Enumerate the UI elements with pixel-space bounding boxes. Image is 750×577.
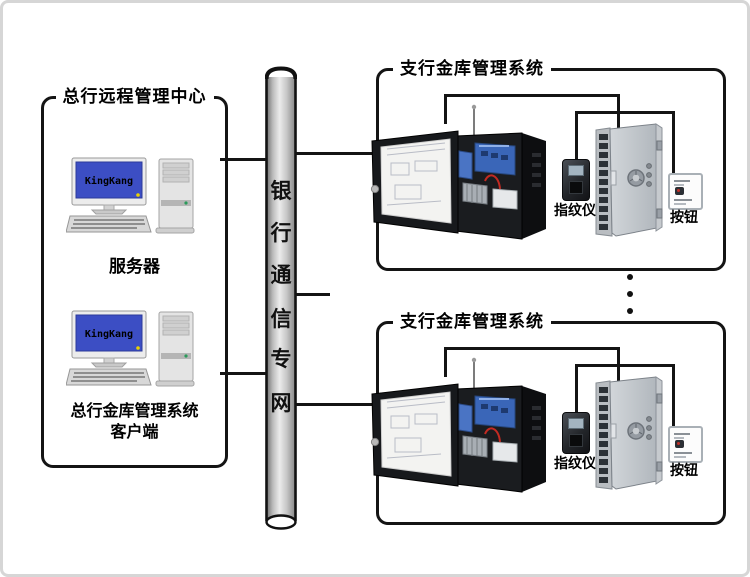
button-detail-line	[674, 184, 684, 186]
fingerprint-reader-image	[562, 412, 590, 454]
network-char-3: 通	[270, 263, 292, 287]
button-detail-line	[674, 456, 686, 458]
branch2-title: 支行金库管理系统	[393, 311, 551, 333]
branch1-wire-top	[444, 94, 620, 97]
exit-button-image	[668, 173, 703, 210]
monitor-brand-text: KingKang	[85, 328, 133, 340]
branch2-wire-panel	[444, 347, 447, 377]
vault-door-image	[595, 376, 663, 490]
branch2-wire-button	[672, 364, 675, 428]
button-detail-line	[674, 433, 690, 435]
link-network-to-branch1	[295, 152, 377, 155]
branch1-title: 支行金库管理系统	[393, 58, 551, 80]
client-computer-icon: KingKang	[66, 310, 195, 387]
ellipsis-dot	[627, 274, 633, 280]
branch1-wire-fingerprint	[575, 111, 578, 161]
branch1-wire-inner	[575, 111, 675, 114]
control-panel-image	[370, 357, 546, 493]
button-glyph	[675, 440, 684, 448]
button-detail-line	[674, 199, 692, 201]
fingerprint-screen	[568, 418, 584, 429]
branch1-wire-vault	[617, 94, 620, 134]
vault-door-image	[595, 123, 663, 237]
branch1-box: 支行金库管理系统	[370, 58, 726, 271]
branch1-wire-button	[672, 111, 675, 175]
link-hq-to-network-2	[220, 372, 266, 375]
button-detail-line	[674, 203, 686, 205]
monitor-brand-text: KingKang	[85, 175, 133, 187]
headquarters-box: 总行远程管理中心 KingKang 服务器 KingKan	[41, 86, 228, 468]
branch1-wire-panel	[444, 94, 447, 124]
link-network-stub	[295, 293, 330, 296]
server-computer-icon: KingKang	[66, 157, 195, 234]
branch1-button-label: 按钮	[670, 210, 698, 226]
network-char-2: 行	[270, 221, 292, 245]
button-glyph	[675, 187, 684, 195]
ellipsis-dot	[627, 291, 633, 297]
link-network-to-branch2	[295, 403, 377, 406]
branch2-wire-inner	[575, 364, 675, 367]
branch2-fingerprint-label: 指纹仪	[554, 456, 596, 472]
fingerprint-sensor	[569, 181, 583, 194]
branch2-wire-vault	[617, 347, 620, 387]
fingerprint-reader-image	[562, 159, 590, 201]
client-label: 总行金库管理系统 客户端	[44, 400, 225, 442]
server-label: 服务器	[109, 257, 160, 277]
cylinder-graphic	[264, 66, 298, 530]
branch2-button-label: 按钮	[670, 463, 698, 479]
button-detail-line	[674, 180, 690, 182]
network-char-1: 银	[270, 179, 292, 203]
headquarters-title: 总行远程管理中心	[55, 86, 214, 108]
network-char-5: 专	[270, 347, 292, 371]
ellipsis-dot	[627, 308, 633, 314]
branch2-box: 支行金库管理系统	[370, 311, 726, 525]
control-panel-image	[370, 104, 546, 240]
link-hq-to-network-1	[220, 158, 266, 161]
branch2-wire-fingerprint	[575, 364, 578, 414]
network-char-4: 信	[270, 307, 292, 331]
branch1-fingerprint-label: 指纹仪	[554, 203, 596, 219]
client-label-line2: 客户端	[110, 422, 159, 441]
bank-network-cylinder: 银 行 通 信 专 网	[264, 65, 298, 535]
fingerprint-screen	[568, 165, 584, 176]
button-detail-line	[674, 437, 684, 439]
exit-button-image	[668, 426, 703, 463]
client-label-line1: 总行金库管理系统	[70, 401, 199, 420]
branch2-wire-top	[444, 347, 620, 350]
fingerprint-sensor	[569, 434, 583, 447]
network-char-6: 网	[270, 391, 292, 415]
button-detail-line	[674, 452, 692, 454]
